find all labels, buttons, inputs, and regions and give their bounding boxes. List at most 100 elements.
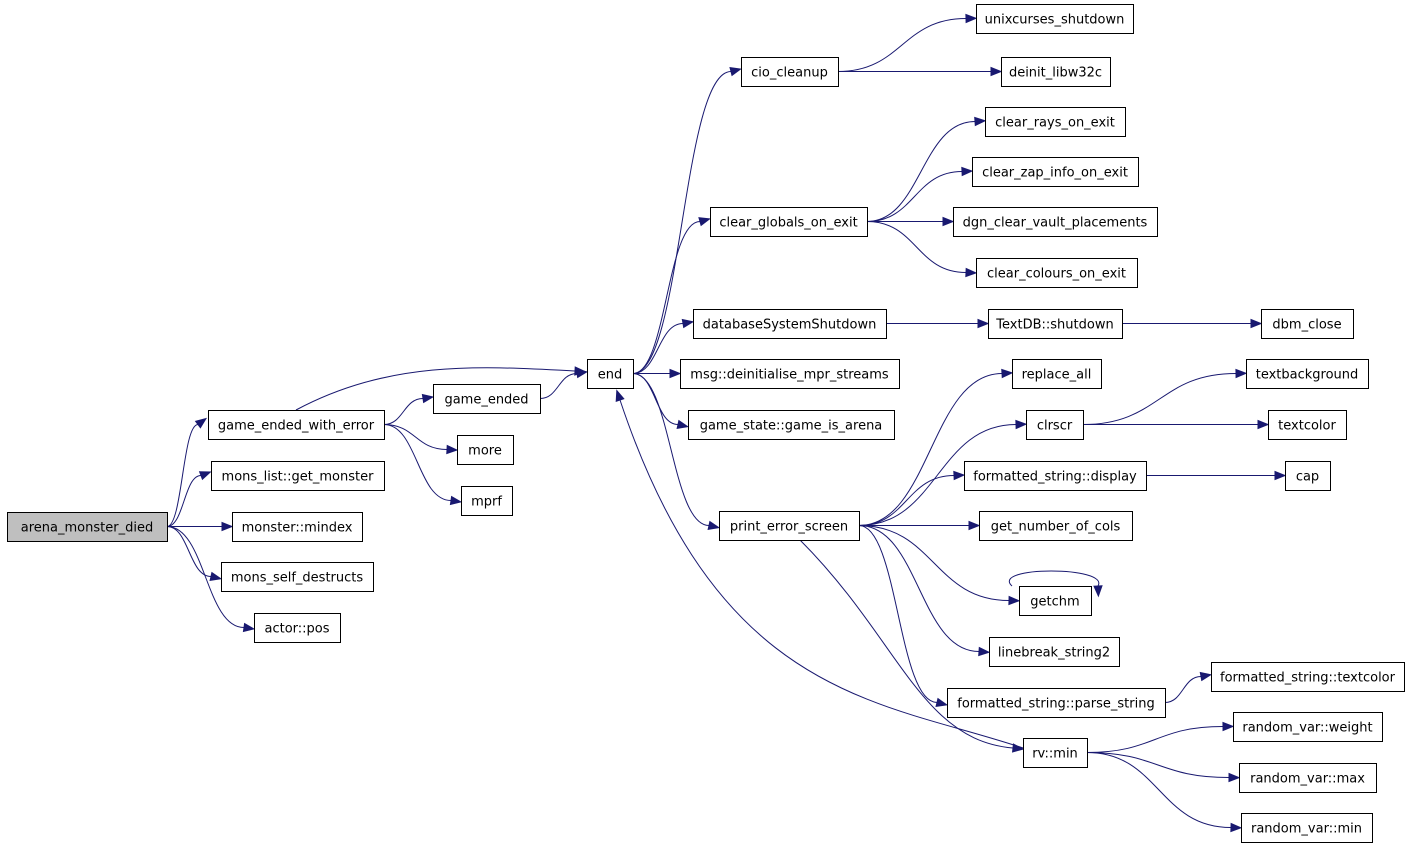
node-box[interactable]: [953, 207, 1158, 237]
node-box[interactable]: [988, 309, 1123, 339]
node-box[interactable]: [964, 461, 1147, 491]
node-box[interactable]: [232, 512, 363, 542]
edge-line: [1164, 676, 1202, 703]
node-box[interactable]: [989, 637, 1120, 667]
edge-line: [166, 526, 212, 577]
edge-rv_min-to-end: [615, 389, 1024, 749]
node-random_var_min[interactable]: random_var::min: [1241, 813, 1373, 843]
edge-line: [295, 367, 576, 411]
nodes-layer: arena_monster_diedgame_ended_with_errorm…: [7, 4, 1405, 843]
node-label: textbackground: [1256, 368, 1359, 383]
arrowhead-icon: [209, 571, 223, 582]
node-formatted_string_textcolor[interactable]: formatted_string::textcolor: [1211, 662, 1405, 692]
node-box[interactable]: [985, 107, 1126, 137]
node-box[interactable]: [1019, 586, 1092, 616]
node-box[interactable]: [976, 258, 1138, 288]
node-box[interactable]: [1268, 410, 1347, 440]
node-label: formatted_string::textcolor: [1220, 671, 1396, 686]
node-clrscr[interactable]: clrscr: [1026, 410, 1084, 440]
node-box[interactable]: [1285, 461, 1331, 491]
node-box[interactable]: [457, 435, 514, 465]
node-rv_min[interactable]: rv::min: [1023, 738, 1088, 768]
edge-cio_cleanup-to-deinit_libw32c: [838, 66, 1003, 77]
node-box[interactable]: [1012, 359, 1102, 389]
node-box[interactable]: [221, 562, 374, 592]
node-replace_all[interactable]: replace_all: [1012, 359, 1102, 389]
edge-print_error_screen-to-formatted_string_display: [858, 470, 966, 526]
node-monster_mindex[interactable]: monster::mindex: [232, 512, 363, 542]
node-linebreak_string2[interactable]: linebreak_string2: [989, 637, 1120, 667]
node-box[interactable]: [688, 410, 895, 440]
node-cio_cleanup[interactable]: cio_cleanup: [741, 57, 839, 87]
node-cap[interactable]: cap: [1285, 461, 1331, 491]
node-box[interactable]: [741, 57, 839, 87]
node-clear_zap_info_on_exit[interactable]: clear_zap_info_on_exit: [972, 157, 1139, 187]
node-box[interactable]: [693, 309, 887, 339]
node-game_state_game_is_arena[interactable]: game_state::game_is_arena: [688, 410, 895, 440]
node-mons_self_destructs[interactable]: mons_self_destructs: [221, 562, 374, 592]
node-label: arena_monster_died: [21, 521, 153, 536]
node-label: deinit_libw32c: [1009, 66, 1102, 81]
node-formatted_string_parse_string[interactable]: formatted_string::parse_string: [947, 688, 1166, 718]
node-getchm[interactable]: getchm: [1019, 586, 1092, 616]
node-clear_globals_on_exit[interactable]: clear_globals_on_exit: [710, 207, 868, 237]
node-box[interactable]: [1026, 410, 1084, 440]
node-box[interactable]: [972, 157, 1139, 187]
node-box[interactable]: [1241, 813, 1373, 843]
node-more[interactable]: more: [457, 435, 514, 465]
node-box[interactable]: [254, 613, 341, 643]
node-box[interactable]: [719, 511, 860, 541]
node-databaseSystemShutdown[interactable]: databaseSystemShutdown: [693, 309, 887, 339]
node-box[interactable]: [587, 359, 634, 389]
node-box[interactable]: [979, 511, 1133, 541]
node-textcolor[interactable]: textcolor: [1268, 410, 1347, 440]
node-game_ended[interactable]: game_ended: [433, 384, 541, 414]
node-dbm_close[interactable]: dbm_close: [1261, 309, 1354, 339]
node-box[interactable]: [1239, 763, 1377, 793]
node-unixcurses_shutdown[interactable]: unixcurses_shutdown: [976, 4, 1134, 34]
node-textbackground[interactable]: textbackground: [1246, 359, 1369, 389]
node-mprf[interactable]: mprf: [461, 486, 513, 516]
node-get_number_of_cols[interactable]: get_number_of_cols: [979, 511, 1133, 541]
node-label: clear_globals_on_exit: [719, 216, 857, 231]
node-box[interactable]: [710, 207, 868, 237]
node-box[interactable]: [211, 461, 385, 491]
edge-end-to-game_state_game_is_arena: [632, 373, 690, 430]
edge-arena_monster_died-to-actor_pos: [166, 526, 256, 633]
node-end[interactable]: end: [587, 359, 634, 389]
node-box[interactable]: [947, 688, 1166, 718]
node-game_ended_with_error[interactable]: game_ended_with_error: [208, 410, 385, 440]
node-random_var_max[interactable]: random_var::max: [1239, 763, 1377, 793]
node-box[interactable]: [7, 512, 168, 542]
node-clear_colours_on_exit[interactable]: clear_colours_on_exit: [976, 258, 1138, 288]
node-box[interactable]: [1001, 57, 1111, 87]
node-box[interactable]: [680, 359, 900, 389]
node-box[interactable]: [976, 4, 1134, 34]
edge-line: [166, 475, 202, 527]
node-label: actor::pos: [264, 622, 329, 637]
node-formatted_string_display[interactable]: formatted_string::display: [964, 461, 1147, 491]
edge-clrscr-to-textcolor: [1083, 419, 1270, 430]
node-label: clear_colours_on_exit: [987, 267, 1126, 282]
node-msg_deinitialise_mpr_streams[interactable]: msg::deinitialise_mpr_streams: [680, 359, 900, 389]
node-box[interactable]: [1261, 309, 1354, 339]
node-actor_pos[interactable]: actor::pos: [254, 613, 341, 643]
node-box[interactable]: [1211, 662, 1405, 692]
node-arena_monster_died[interactable]: arena_monster_died: [7, 512, 168, 542]
node-clear_rays_on_exit[interactable]: clear_rays_on_exit: [985, 107, 1126, 137]
node-mons_list_get_monster[interactable]: mons_list::get_monster: [211, 461, 385, 491]
node-box[interactable]: [1246, 359, 1369, 389]
node-TextDB_shutdown[interactable]: TextDB::shutdown: [988, 309, 1123, 339]
arrowhead-icon: [615, 389, 625, 402]
node-random_var_weight[interactable]: random_var::weight: [1233, 712, 1383, 742]
arrowhead-icon: [446, 444, 459, 455]
node-box[interactable]: [1233, 712, 1383, 742]
node-print_error_screen[interactable]: print_error_screen: [719, 511, 860, 541]
node-box[interactable]: [1023, 738, 1088, 768]
node-dgn_clear_vault_placements[interactable]: dgn_clear_vault_placements: [953, 207, 1158, 237]
node-box[interactable]: [433, 384, 541, 414]
node-box[interactable]: [208, 410, 385, 440]
node-box[interactable]: [461, 486, 513, 516]
arrowhead-icon: [1093, 585, 1103, 598]
node-deinit_libw32c[interactable]: deinit_libw32c: [1001, 57, 1111, 87]
